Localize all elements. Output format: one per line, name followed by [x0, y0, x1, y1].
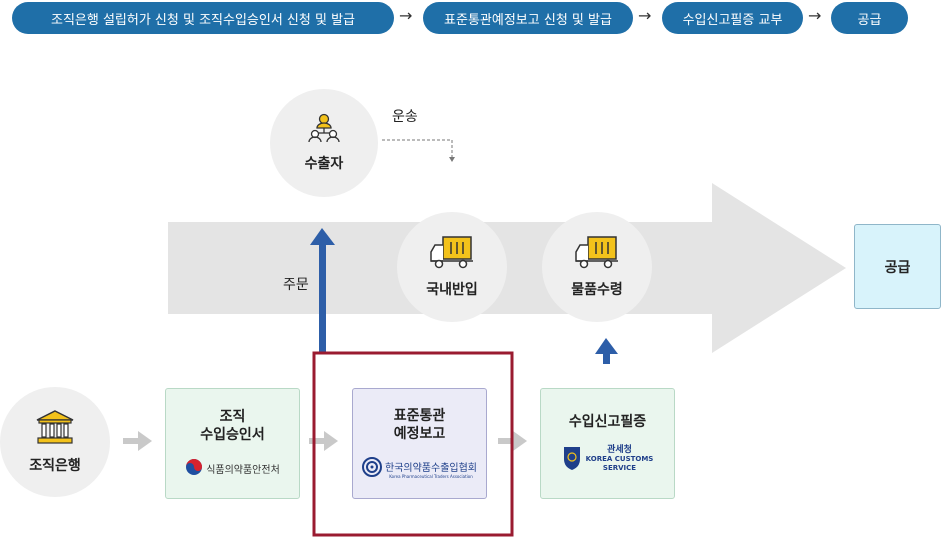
- import-approval-box: 조직 수입승인서 식품의약품안전처: [165, 388, 300, 499]
- tissue-bank-label: 조직은행: [29, 458, 81, 474]
- import-certificate-title: 수입신고필증: [568, 413, 647, 430]
- gray-arrow-3-head: [513, 431, 527, 451]
- exporter-label: 수출자: [304, 156, 344, 172]
- transport-dashed-line: [382, 139, 453, 158]
- kcs-logo-en1: KOREA CUSTOMS: [585, 455, 654, 463]
- order-arrow-head: [310, 228, 335, 245]
- step-arrow-1: →: [399, 6, 413, 25]
- kcs-logo: 관세청 KOREA CUSTOMS SERVICE: [562, 445, 654, 475]
- domestic-entry-node: 국내반입: [397, 212, 507, 322]
- receipt-arrow-head: [595, 338, 618, 354]
- highlight-frame: [312, 351, 514, 537]
- supply-box: 공급: [854, 224, 941, 309]
- tissue-bank-node: 조직은행: [0, 387, 110, 497]
- goods-receipt-label: 물품수령: [571, 282, 623, 298]
- step-pill-1: 조직은행 설립허가 신청 및 조직수입승인서 신청 및 발급: [12, 2, 394, 34]
- mfds-logo: 식품의약품안전처: [185, 458, 280, 480]
- gray-arrow-1-head: [138, 431, 152, 451]
- customs-report-title-2: 예정보고: [393, 425, 446, 442]
- transport-label: 운송: [392, 109, 418, 125]
- step-pill-2: 표준통관예정보고 신청 및 발급: [423, 2, 633, 34]
- kpta-logo-text: 한국의약품수출입협회: [385, 462, 477, 474]
- bank-icon: [35, 409, 75, 449]
- gray-arrow-3-shaft: [498, 438, 515, 444]
- taegeuk-icon: [185, 458, 203, 480]
- truck-icon: [429, 235, 475, 273]
- mfds-logo-text: 식품의약품안전처: [206, 465, 280, 476]
- import-certificate-box: 수입신고필증 관세청 KOREA CUSTOMS SERVICE: [540, 388, 675, 499]
- customs-shield-icon: [562, 445, 582, 475]
- gray-arrow-1-shaft: [123, 438, 140, 444]
- step-arrow-2: →: [638, 6, 652, 25]
- step-pill-3: 수입신고필증 교부: [662, 2, 803, 34]
- order-arrow-shaft: [319, 242, 326, 352]
- kpta-logo-subtext: Korea Pharmaceutical Traders Association: [389, 473, 473, 479]
- gray-arrow-2-head: [324, 431, 338, 451]
- receipt-arrow-shaft: [603, 349, 610, 364]
- order-label: 주문: [283, 277, 309, 293]
- people-icon: [307, 113, 341, 147]
- goods-receipt-node: 물품수령: [542, 212, 652, 322]
- supply-label: 공급: [884, 259, 911, 276]
- exporter-node: 수출자: [270, 89, 378, 197]
- gray-arrow-2-shaft: [309, 438, 326, 444]
- truck-icon: [574, 235, 620, 273]
- domestic-entry-label: 국내반입: [426, 282, 478, 298]
- kpta-emblem-icon: [362, 456, 382, 481]
- main-flow-arrow: [168, 183, 846, 353]
- import-approval-title-1: 조직: [219, 408, 246, 425]
- step-arrow-3: →: [808, 6, 822, 25]
- customs-report-title-1: 표준통관: [393, 407, 446, 424]
- kcs-logo-ko: 관세청: [607, 445, 632, 455]
- import-approval-title-2: 수입승인서: [200, 426, 265, 443]
- kcs-logo-en2: SERVICE: [602, 464, 637, 472]
- transport-arrowhead: [449, 157, 455, 162]
- step-pill-4: 공급: [831, 2, 908, 34]
- customs-report-box: 표준통관 예정보고 한국의약품수출입협회 Korea Pharmaceutica…: [352, 388, 487, 499]
- kpta-logo: 한국의약품수출입협회 Korea Pharmaceutical Traders …: [362, 456, 477, 481]
